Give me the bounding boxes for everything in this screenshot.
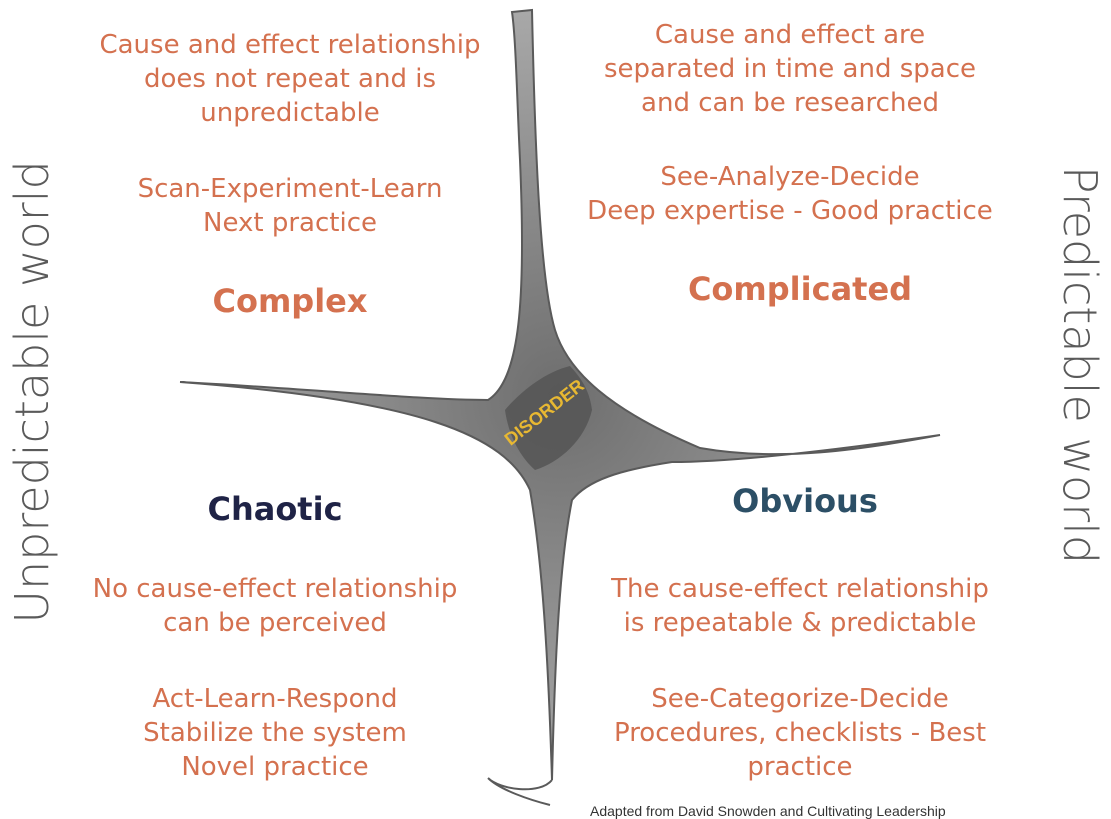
text-line: does not repeat and is: [143, 64, 437, 94]
obvious-title: Obvious: [732, 482, 878, 520]
text-line: Procedures, checklists - Best: [613, 718, 987, 748]
predictable-world-label: Predictable world: [1053, 165, 1107, 565]
complex-title: Complex: [212, 282, 368, 320]
text-line: Act-Learn-Respond: [152, 684, 398, 714]
text-line: Novel practice: [181, 752, 369, 782]
text-line: The cause-effect relationship: [611, 574, 989, 604]
chaotic-title: Chaotic: [207, 490, 343, 528]
text-line: No cause-effect relationship: [92, 574, 458, 604]
text-line: Scan-Experiment-Learn: [137, 174, 443, 204]
disorder-core: [505, 366, 592, 470]
text-line: separated in time and space: [604, 54, 976, 84]
text-line: Cause and effect are: [654, 20, 926, 50]
complicated-title: Complicated: [687, 270, 913, 308]
text-line: Cause and effect relationship: [99, 30, 481, 60]
complicated-description: Cause and effect are separated in time a…: [555, 18, 1025, 120]
text-line: and can be researched: [641, 88, 939, 118]
text-line: See-Categorize-Decide: [651, 684, 949, 714]
text-line: practice: [747, 752, 853, 782]
source-footnote: Adapted from David Snowden and Cultivati…: [590, 803, 946, 819]
unpredictable-world-label: Unpredictable world: [5, 160, 59, 624]
text-line: unpredictable: [200, 98, 380, 128]
complex-description: Cause and effect relationship does not r…: [55, 28, 525, 130]
text-line: Stabilize the system: [143, 718, 407, 748]
complicated-approach: See-Analyze-Decide Deep expertise - Good…: [555, 160, 1025, 228]
text-line: See-Analyze-Decide: [660, 162, 920, 192]
text-line: is repeatable & predictable: [623, 608, 977, 638]
chaotic-description: No cause-effect relationship can be perc…: [40, 572, 510, 640]
text-line: Deep expertise - Good practice: [587, 196, 993, 226]
text-line: Next practice: [203, 208, 377, 238]
chaotic-approach: Act-Learn-Respond Stabilize the system N…: [40, 682, 510, 784]
bottom-hook: [487, 777, 553, 806]
obvious-approach: See-Categorize-Decide Procedures, checkl…: [565, 682, 1035, 784]
obvious-description: The cause-effect relationship is repeata…: [565, 572, 1035, 640]
text-line: can be perceived: [163, 608, 387, 638]
complex-approach: Scan-Experiment-Learn Next practice: [55, 172, 525, 240]
